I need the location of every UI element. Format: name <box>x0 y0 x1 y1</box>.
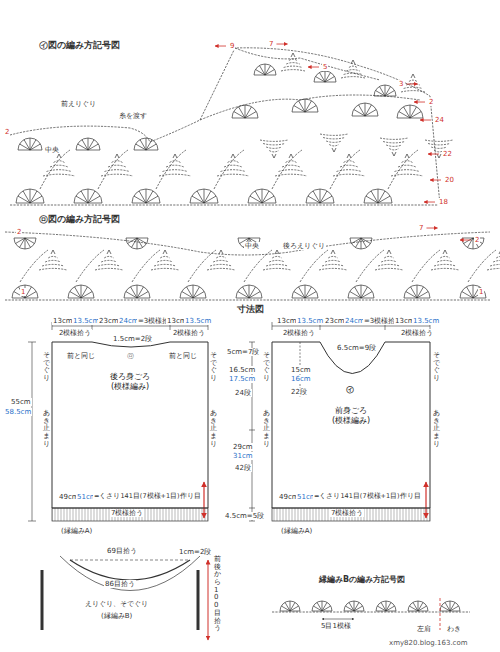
label: 7模様拾う <box>110 509 144 517</box>
label: 31cm <box>232 452 254 460</box>
piece-name: (模様編み) <box>109 382 151 392</box>
label: 23cm <box>98 317 120 325</box>
label: 22 <box>442 150 453 158</box>
label: 2 <box>16 228 22 236</box>
label: 2模様拾う <box>58 329 92 337</box>
label: 4.5cm=5段 <box>224 512 265 520</box>
label: 13cm <box>52 317 74 325</box>
label: 55cm <box>10 398 32 406</box>
label: そでぐり <box>210 352 217 383</box>
label: 13cm <box>276 317 298 325</box>
label: ㋺ <box>126 352 135 360</box>
label: =くさり141目(7模様+1目)作り目 <box>93 493 202 500</box>
label: 42段 <box>234 464 252 472</box>
label: 中央 <box>44 146 60 154</box>
label: 3 <box>398 80 404 88</box>
label: 6.5cm=9段 <box>336 344 377 352</box>
label: 寸法図 <box>236 304 265 314</box>
label: 後ろえりぐり <box>282 242 326 250</box>
label: 5目1模様 <box>320 622 352 630</box>
label: 2模様拾う <box>400 329 434 337</box>
label: えりぐり、そでぐり <box>84 600 149 608</box>
label: 2 <box>428 98 434 106</box>
label: 23cm <box>324 317 346 325</box>
label: 5 <box>322 63 328 71</box>
label: ㋑ <box>345 385 355 394</box>
label: 5cm=7段 <box>226 348 260 356</box>
label: そでぐり <box>43 352 50 383</box>
label: 24段 <box>234 389 252 397</box>
label: ㋺図の編み方記号図 <box>38 214 121 224</box>
label: 2 <box>474 236 480 244</box>
label: 22段 <box>290 388 308 396</box>
label: 13.5cm <box>72 317 100 325</box>
label: 58.5cm <box>4 408 32 416</box>
label: 18 <box>438 198 449 206</box>
label: 1 <box>20 288 26 296</box>
label: 前と同じ <box>168 352 198 360</box>
label: 左肩 <box>416 625 432 633</box>
label: わき <box>446 625 462 633</box>
label: 17.5cm <box>228 375 256 383</box>
label: あき止まり <box>433 410 440 448</box>
label: 2 <box>4 128 10 136</box>
label: 前と同じ <box>66 352 96 360</box>
label: 2模様拾う <box>282 329 316 337</box>
label: 2模様拾う <box>172 329 206 337</box>
label: 前後から100目拾う <box>214 556 221 633</box>
label: あき止まり <box>43 410 50 448</box>
label: 7 <box>418 224 424 232</box>
piece-name: (模様編み) <box>330 416 372 426</box>
label: 1.5cm=2段 <box>112 335 153 343</box>
label: 86目拾う <box>104 580 136 588</box>
label: そでぐり <box>433 352 440 383</box>
label: 69目拾う <box>106 547 138 555</box>
label: 13.5cm <box>412 317 440 325</box>
label: 16.5cm <box>228 366 256 374</box>
label: そでぐり <box>263 352 270 383</box>
label: 縁編みBの編み方記号図 <box>318 575 406 584</box>
label: あき止まり <box>263 410 270 448</box>
garment-piece: 後ろ身ごろ(模様編み) <box>52 342 208 508</box>
label: xmy820.blog.163.com <box>388 639 469 647</box>
label: 20 <box>444 176 455 184</box>
label: 15cm <box>290 366 312 374</box>
label: (縁編みA) <box>280 527 313 535</box>
label: 9 <box>229 42 235 50</box>
label: 7模様拾う <box>330 509 364 517</box>
piece-outline <box>52 342 208 508</box>
label: (縁編みB) <box>100 612 133 620</box>
label: 7 <box>268 40 274 48</box>
piece-name: 後ろ身ごろ <box>108 372 152 382</box>
label: 前えりぐり <box>60 100 97 108</box>
label: 1cm=2段 <box>178 548 212 556</box>
label: ㋑図の編み方記号図 <box>38 40 121 50</box>
label: 糸を渡す <box>118 112 148 120</box>
label: 29cm <box>232 443 254 451</box>
label: =くさり141目(7模様+1目)作り目 <box>313 493 422 500</box>
label: 中央 <box>244 242 260 250</box>
label: 16cm <box>290 375 312 383</box>
label: (縁編みA) <box>60 527 93 535</box>
label: 13.5cm <box>184 317 212 325</box>
label: あき止まり <box>210 410 217 448</box>
label: 24 <box>434 116 445 124</box>
piece-name: 前身ごろ <box>333 406 369 416</box>
label: 13.5cm <box>296 317 324 325</box>
label: 1 <box>478 288 484 296</box>
